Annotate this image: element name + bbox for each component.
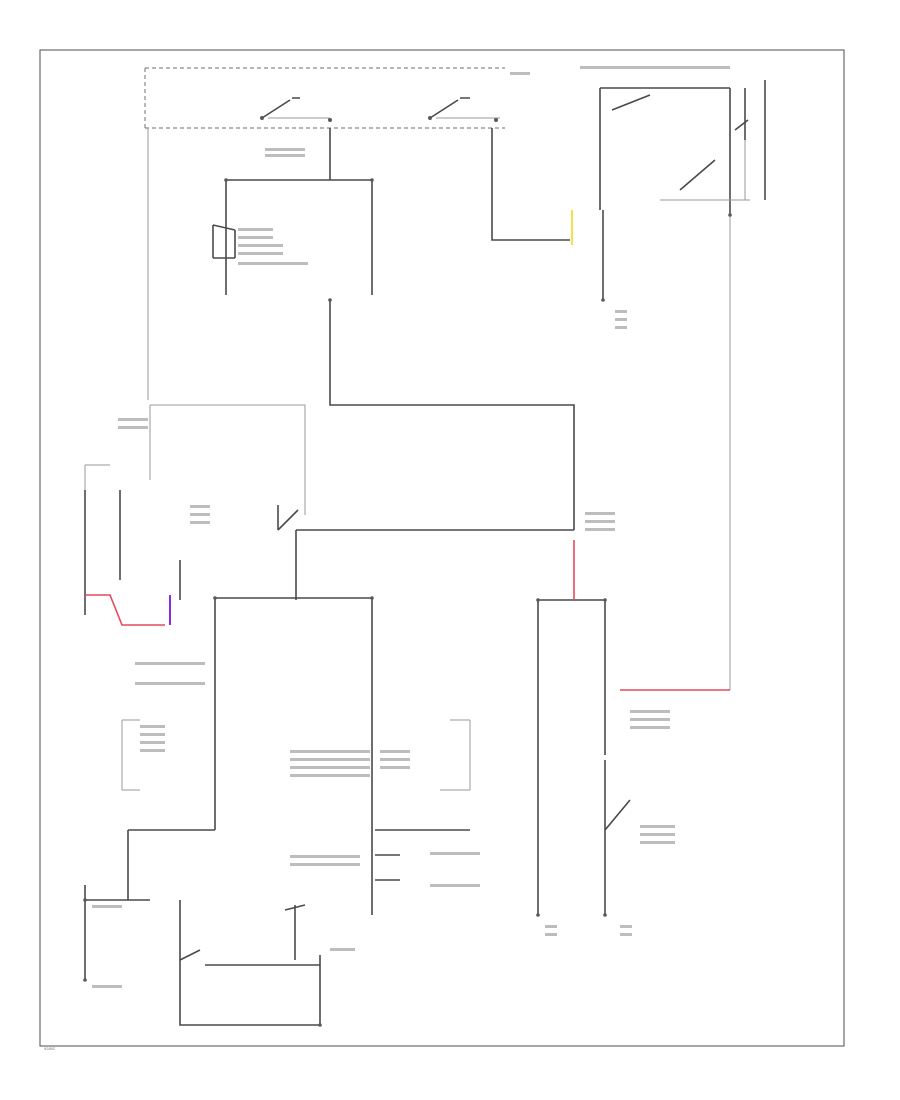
connector-dots [83,178,732,1027]
diagram-code: 92892 [44,1046,56,1051]
colored-wires [85,210,730,691]
wiring-lines [84,128,731,1026]
top-switch-box [144,67,505,129]
label-marks [92,66,730,988]
diagram-frame [39,49,845,1047]
right-switch-assembly [599,80,766,215]
